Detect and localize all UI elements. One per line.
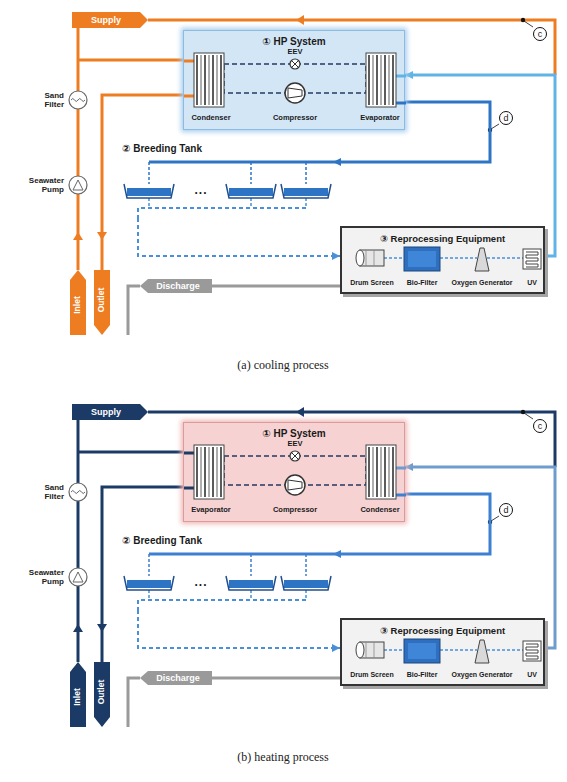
label-holder: Evaporator [191, 506, 231, 515]
label-holder: Discharge [156, 673, 200, 683]
label-holder: c [533, 27, 547, 41]
flag-label: Inlet [73, 296, 83, 313]
pipe-connector [138, 218, 340, 260]
label-holder: Seawater Pump [24, 568, 64, 586]
component-label: Compressor [273, 506, 317, 515]
arrow-head [332, 252, 340, 260]
equipment-label: Drum Screen [350, 279, 394, 287]
label-holder: (b) heating process [237, 751, 328, 765]
callout-letter: c [533, 27, 547, 41]
label-holder: d [499, 503, 513, 517]
diagram-panel: ① HP SystemEEV Evaporator Compressor Conden… [0, 392, 567, 782]
label-holder: Discharge [156, 281, 200, 291]
pipe-connector [138, 610, 340, 652]
label-holder: Bio-Filter [407, 279, 438, 287]
equipment-label: Sand Filter [24, 91, 64, 109]
label-holder: Drum Screen [350, 279, 394, 287]
component-label: Compressor [273, 114, 317, 123]
label-holder: UV [527, 279, 537, 287]
label-holder: c [533, 419, 547, 433]
equipment-label: Seawater Pump [24, 176, 64, 194]
arrow-head [405, 463, 413, 471]
ellipsis: ... [194, 576, 207, 590]
label-holder: ... [194, 576, 207, 590]
flag-label: Outlet [97, 288, 107, 313]
label-holder: Supply [91, 407, 121, 417]
equipment-label: Oxygen Generator [451, 279, 512, 287]
label-holder: Outlet [97, 288, 107, 313]
label-holder: d [499, 111, 513, 125]
hp-system-box: ① HP SystemEEV Condenser Compressor Evapora… [183, 30, 405, 130]
arrow-head [405, 71, 413, 79]
pipe-line [138, 610, 340, 648]
flag-label: Discharge [156, 281, 200, 291]
pipe-line [138, 218, 340, 256]
label-holder: Oxygen Generator [451, 671, 512, 679]
label-holder: Sand Filter [24, 483, 64, 501]
arrow-head [333, 158, 341, 166]
label-holder: UV [527, 671, 537, 679]
reprocessing-box: ③ Reprocessing EquipmentDrum Screen Bio-F… [340, 618, 545, 686]
callout-letter: d [499, 111, 513, 125]
label-holder: Drum Screen [350, 671, 394, 679]
label-holder: Oxygen Generator [451, 279, 512, 287]
flag-label: Discharge [156, 673, 200, 683]
label-holder: Sand Filter [24, 91, 64, 109]
equipment-label: Seawater Pump [24, 568, 64, 586]
component-label: Evaporator [360, 114, 400, 123]
label-holder: Compressor [273, 114, 317, 123]
reprocessing-box: ③ Reprocessing EquipmentDrum Screen Bio-F… [340, 226, 545, 294]
label-holder: Inlet [73, 688, 83, 705]
diagram-panel: ① HP SystemEEV Condenser Compressor Evapora… [0, 0, 567, 390]
box-heading: ① HP System [262, 36, 325, 48]
label-holder: Compressor [273, 506, 317, 515]
flag-label: Inlet [73, 688, 83, 705]
hp-system-box: ① HP SystemEEV Evaporator Compressor Conden… [183, 422, 405, 522]
label-holder: Seawater Pump [24, 176, 64, 194]
label-holder: Bio-Filter [407, 671, 438, 679]
arrow-head [333, 550, 341, 558]
flag-label: Supply [91, 15, 121, 25]
equipment-label: Bio-Filter [407, 279, 438, 287]
flag-label: Outlet [97, 680, 107, 705]
box-heading: ③ Reprocessing Equipment [380, 625, 505, 636]
label-holder: EEV [287, 440, 302, 449]
label-holder: Outlet [97, 680, 107, 705]
breeding-tank-group: ② Breeding Tank... [118, 530, 333, 610]
component-label: EEV [287, 440, 302, 449]
component-label: EEV [287, 48, 302, 57]
flag-label: Supply [91, 407, 121, 417]
callout-letter: c [533, 419, 547, 433]
equipment-label: Bio-Filter [407, 671, 438, 679]
equipment-label: UV [527, 671, 537, 679]
equipment-label: Sand Filter [24, 483, 64, 501]
component-label: Evaporator [191, 506, 231, 515]
box-heading: ① HP System [262, 428, 325, 440]
component-label: Condenser [360, 506, 399, 515]
label-holder: (a) cooling process [237, 359, 328, 373]
equipment-label: UV [527, 279, 537, 287]
box-heading: ② Breeding Tank [122, 535, 202, 547]
label-holder: Supply [91, 15, 121, 25]
equipment-label: Oxygen Generator [451, 671, 512, 679]
box-heading: ③ Reprocessing Equipment [380, 233, 505, 244]
label-holder: Inlet [73, 296, 83, 313]
label-holder: Condenser [360, 506, 399, 515]
ellipsis: ... [194, 184, 207, 198]
label-holder: EEV [287, 48, 302, 57]
box-heading: ② Breeding Tank [122, 143, 202, 155]
label-holder: ... [194, 184, 207, 198]
label-holder: Condenser [191, 114, 230, 123]
callout-letter: d [499, 503, 513, 517]
arrow-head [332, 644, 340, 652]
caption: (b) heating process [237, 751, 328, 765]
equipment-label: Drum Screen [350, 671, 394, 679]
component-label: Condenser [191, 114, 230, 123]
breeding-tank-group: ② Breeding Tank... [118, 138, 333, 218]
caption: (a) cooling process [237, 359, 328, 373]
label-holder: Evaporator [360, 114, 400, 123]
